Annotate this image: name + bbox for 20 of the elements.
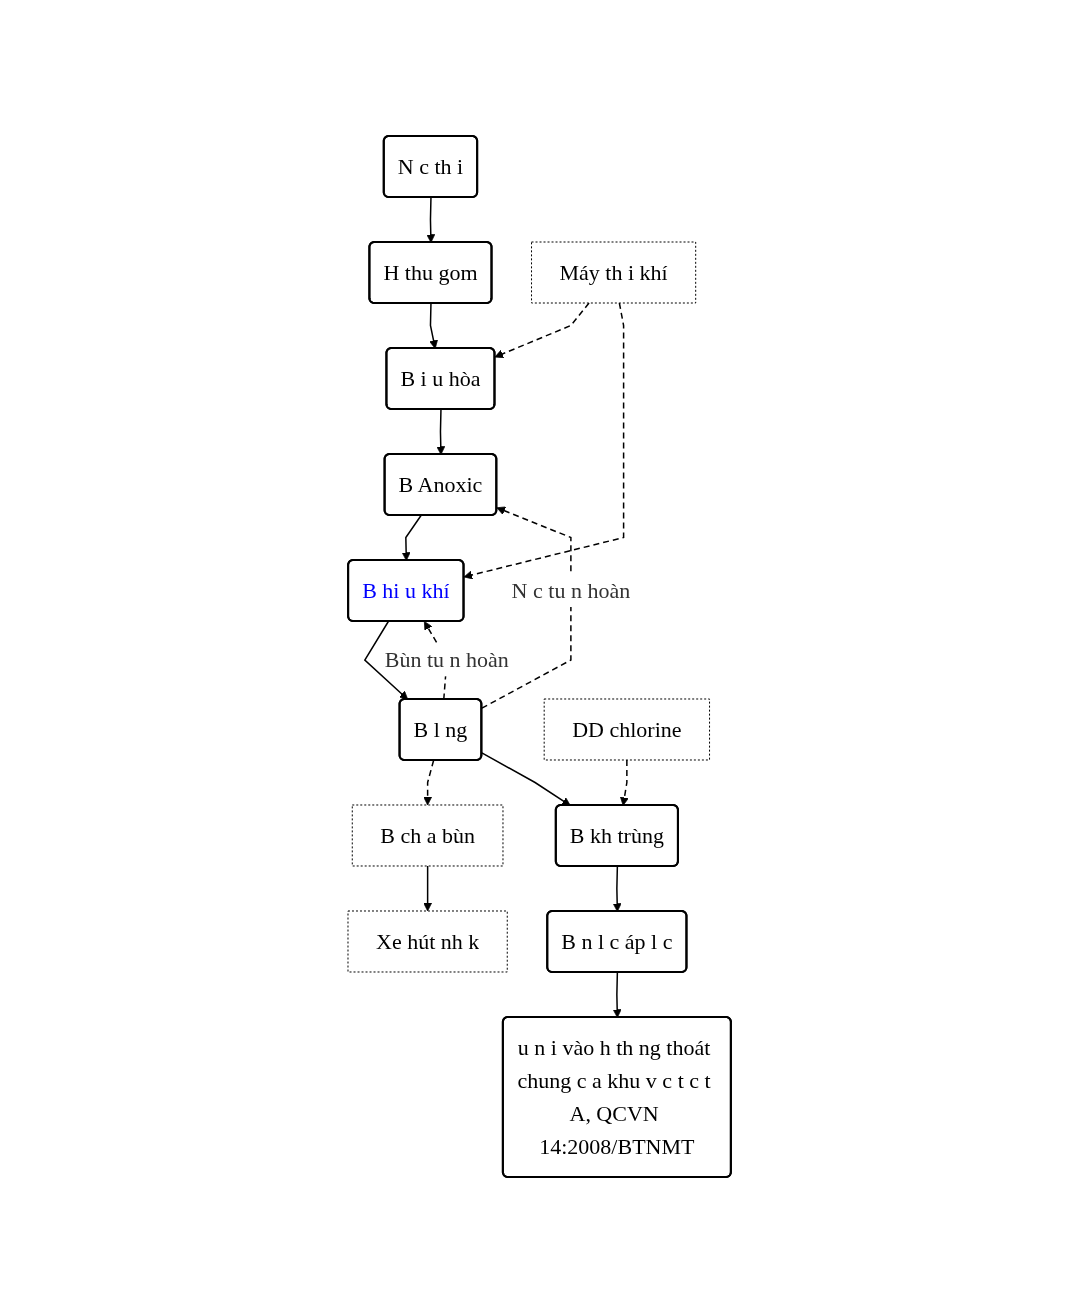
- arrow: [426, 196, 436, 243]
- arrow: [423, 865, 433, 912]
- arrow: [363, 620, 409, 700]
- arrow: [494, 302, 590, 359]
- arrow: [620, 759, 629, 806]
- arrow: [423, 759, 435, 806]
- edge-label: Bùn tu n hoàn: [384, 647, 509, 673]
- arrow: [463, 302, 625, 580]
- arrow: [481, 752, 571, 806]
- arrow: [612, 971, 622, 1018]
- arrow: [401, 514, 422, 561]
- node-box: Xe hút nh k: [347, 910, 508, 973]
- arrow: [481, 506, 572, 709]
- node-box: Máy th i khí: [531, 241, 697, 304]
- node-box: DD chlorine: [543, 698, 711, 761]
- arrow: [436, 408, 446, 455]
- edge-label: N c tu n hoàn: [511, 578, 631, 603]
- node-box: B ch a bùn: [351, 804, 504, 867]
- arrow: [612, 865, 622, 912]
- arrow: [429, 302, 438, 349]
